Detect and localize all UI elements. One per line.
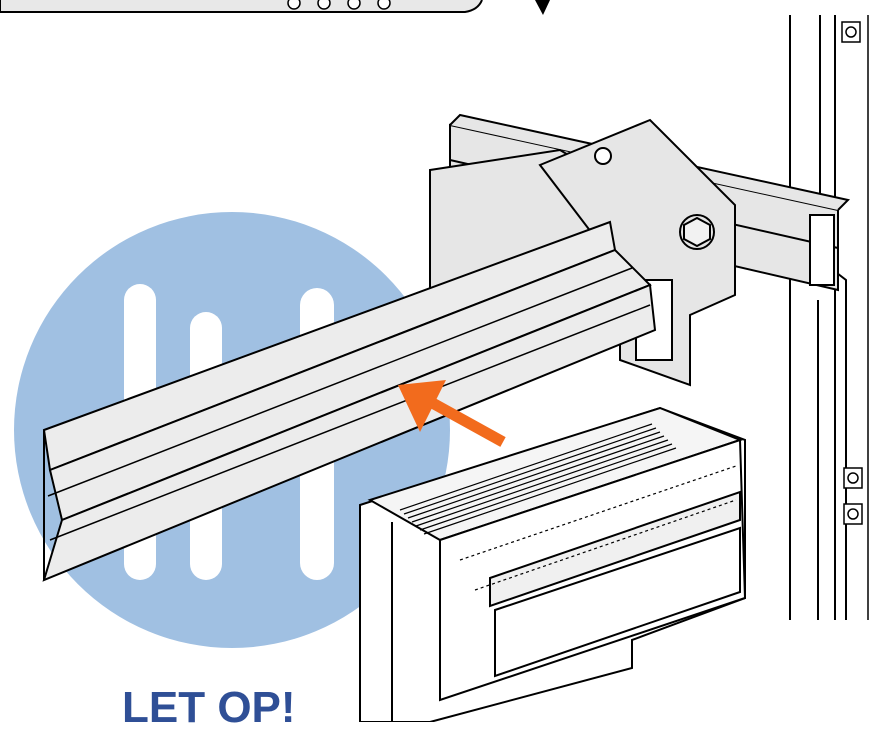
screw-head-icon — [841, 21, 863, 525]
din-module — [359, 406, 747, 722]
cabinet-frame — [789, 15, 869, 620]
bolt-icon — [679, 214, 715, 250]
arrow-down-icon — [535, 0, 550, 15]
bracket-hole — [594, 147, 612, 165]
module-vents — [399, 423, 737, 591]
round-indicator-icon — [287, 0, 391, 10]
warning-title: LET OP! — [122, 683, 296, 732]
direction-arrow — [398, 380, 506, 447]
din-rail — [42, 220, 657, 582]
callout-box — [0, 0, 483, 13]
